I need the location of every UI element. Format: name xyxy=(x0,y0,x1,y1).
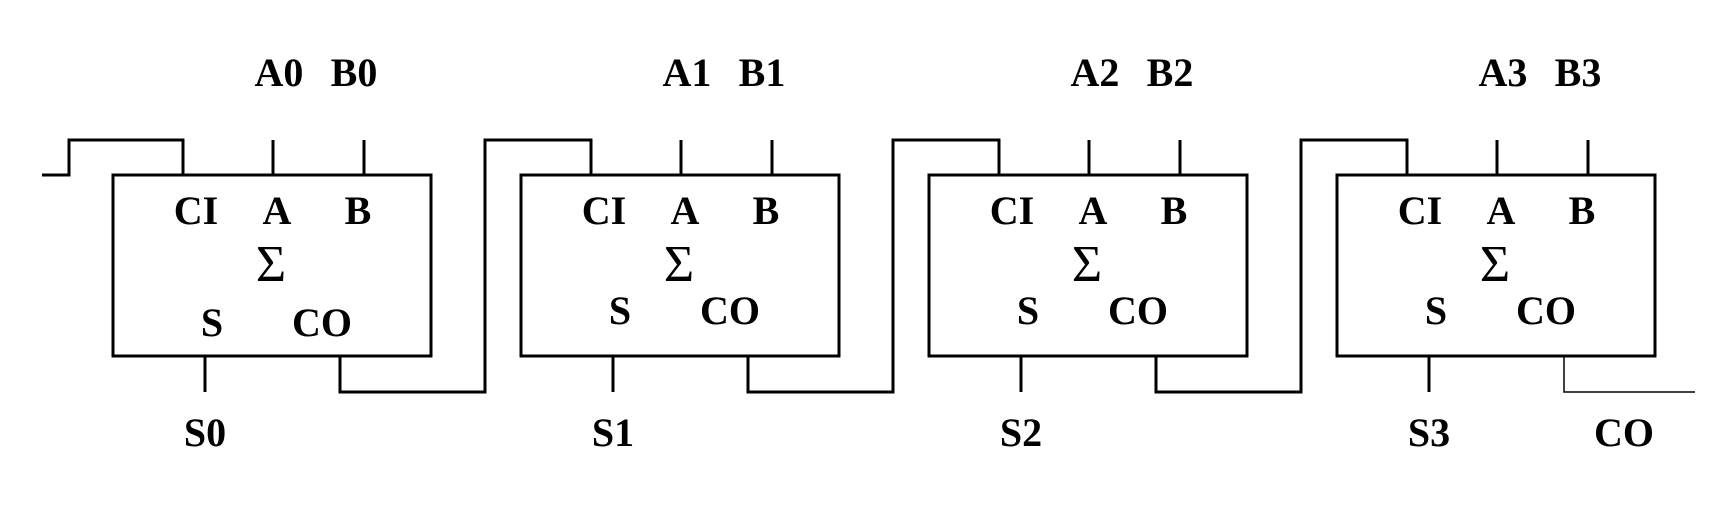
port-ci-label: CI xyxy=(174,188,218,233)
carry-chain-wire xyxy=(746,138,1001,394)
port-a-label: A xyxy=(1079,188,1108,233)
b-input-label: B0 xyxy=(331,50,378,95)
sigma-symbol: Σ xyxy=(664,236,694,293)
port-s-label: S xyxy=(1425,288,1447,333)
carry-in-ground-wire xyxy=(42,138,185,177)
port-ci-label: CI xyxy=(990,188,1034,233)
port-co-label: CO xyxy=(1108,288,1168,333)
a-input-label: A3 xyxy=(1479,50,1528,95)
adder-box xyxy=(927,173,1249,358)
carry-chain-wire xyxy=(338,138,593,394)
port-co-label: CO xyxy=(292,300,352,345)
port-b-label: B xyxy=(1161,188,1188,233)
port-a-label: A xyxy=(1487,188,1516,233)
sum-output-label: S3 xyxy=(1408,410,1450,455)
sum-output-label: S1 xyxy=(592,410,634,455)
port-a-label: A xyxy=(263,188,292,233)
port-ci-label: CI xyxy=(582,188,626,233)
a-input-label: A2 xyxy=(1071,50,1120,95)
port-b-label: B xyxy=(345,188,372,233)
port-a-label: A xyxy=(671,188,700,233)
sum-output-label: S0 xyxy=(184,410,226,455)
port-co-label: CO xyxy=(1516,288,1576,333)
b-input-label: B2 xyxy=(1147,50,1194,95)
sigma-symbol: Σ xyxy=(256,236,286,293)
adder-box xyxy=(1335,173,1657,358)
sum-output-label: S2 xyxy=(1000,410,1042,455)
port-s-label: S xyxy=(609,288,631,333)
a-input-label: A1 xyxy=(663,50,712,95)
port-ci-label: CI xyxy=(1398,188,1442,233)
port-co-label: CO xyxy=(700,288,760,333)
adder-box xyxy=(111,173,433,358)
b-input-label: B1 xyxy=(739,50,786,95)
port-s-label: S xyxy=(201,300,223,345)
carry-out-label: CO xyxy=(1594,410,1654,455)
a-input-label: A0 xyxy=(255,50,304,95)
carry-chain-wire xyxy=(1154,138,1409,394)
b-input-label: B3 xyxy=(1555,50,1602,95)
port-b-label: B xyxy=(1569,188,1596,233)
sigma-symbol: Σ xyxy=(1480,236,1510,293)
port-b-label: B xyxy=(753,188,780,233)
port-s-label: S xyxy=(1017,288,1039,333)
carry-out-wire xyxy=(1563,356,1695,393)
sigma-symbol: Σ xyxy=(1072,236,1102,293)
